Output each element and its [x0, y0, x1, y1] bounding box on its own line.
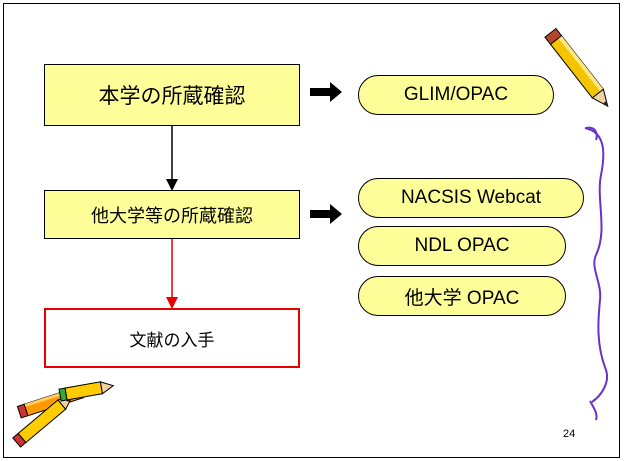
resource-ndl-opac: NDL OPAC: [358, 226, 566, 266]
flow-step-obtain: 文献の入手: [44, 308, 300, 368]
resource-nacsis-webcat-label: NACSIS Webcat: [400, 187, 542, 208]
resource-glim-opac-label: GLIM/OPAC: [403, 84, 509, 105]
block-arrow-2: [310, 204, 342, 224]
resource-nacsis-webcat: NACSIS Webcat: [358, 178, 584, 218]
right-brace: [584, 127, 608, 403]
flow-step-other-libraries: 他大学等の所蔵確認: [44, 190, 300, 239]
flow-step-own-library-label: 本学の所蔵確認: [98, 84, 246, 108]
resource-glim-opac: GLIM/OPAC: [358, 75, 554, 115]
flow-step-other-libraries-label: 他大学等の所蔵確認: [91, 205, 253, 227]
page-number: 24: [563, 428, 576, 440]
resource-other-univ-opac-label: 他大学 OPAC: [404, 287, 520, 309]
pencil-clipart-icon: [544, 27, 609, 108]
resource-ndl-opac-label: NDL OPAC: [414, 235, 510, 256]
flow-step-obtain-label: 文献の入手: [129, 330, 215, 351]
flow-step-own-library: 本学の所蔵確認: [44, 64, 300, 126]
pencils-clipart-icon: [12, 381, 115, 448]
resource-other-univ-opac: 他大学 OPAC: [358, 276, 566, 316]
block-arrow-1: [310, 82, 342, 102]
